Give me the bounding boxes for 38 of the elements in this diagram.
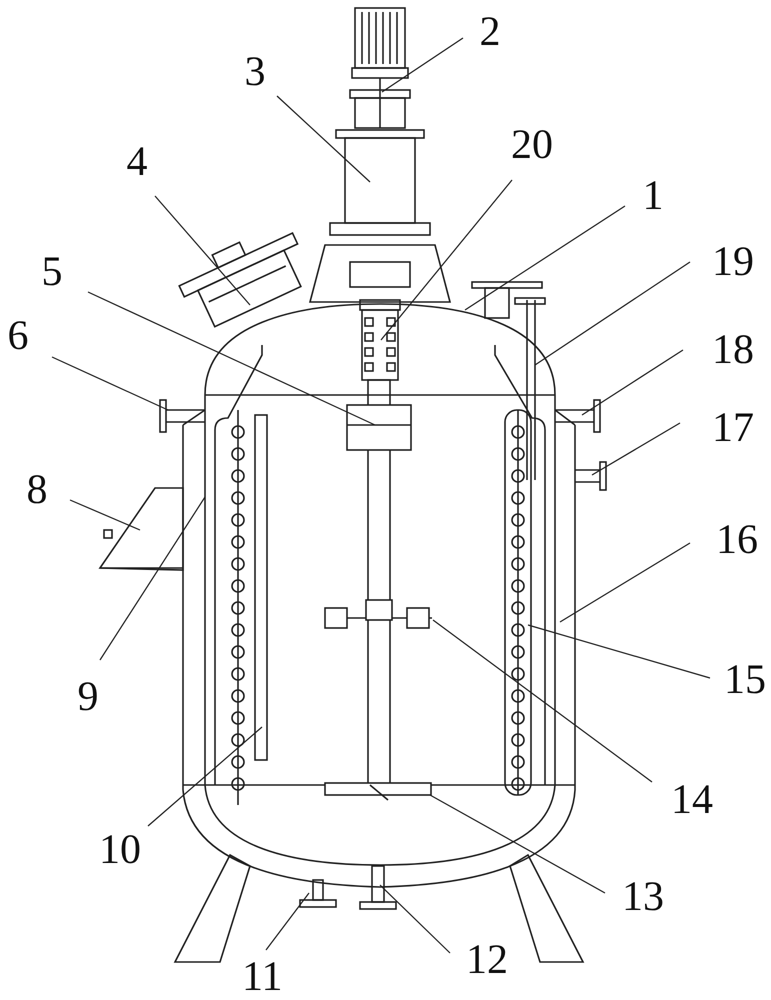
leader-line xyxy=(534,262,690,366)
callout-number: 11 xyxy=(242,956,282,998)
leader-line xyxy=(380,180,512,340)
leader-line xyxy=(70,499,140,531)
callout-number: 14 xyxy=(671,779,713,821)
leader-line xyxy=(464,206,626,310)
callout-number: 20 xyxy=(511,124,553,166)
leader-line xyxy=(52,356,168,411)
leader-line xyxy=(266,892,310,950)
callout-number: 10 xyxy=(99,829,141,871)
leader-line xyxy=(430,794,606,894)
leader-line xyxy=(100,496,206,660)
callout-number: 9 xyxy=(78,676,98,718)
callout-number: 2 xyxy=(480,11,500,53)
leader-line xyxy=(88,291,376,426)
callout-number: 16 xyxy=(716,519,758,561)
callout-number: 18 xyxy=(712,329,754,371)
callout-number: 8 xyxy=(26,469,48,511)
callout-number: 5 xyxy=(42,251,62,293)
leader-line xyxy=(380,884,450,954)
leader-line xyxy=(528,624,710,679)
leader-line xyxy=(382,38,464,92)
leader-line xyxy=(276,96,370,182)
leader-line xyxy=(154,196,250,306)
callout-number: 4 xyxy=(126,141,148,183)
leader-line xyxy=(148,726,262,826)
callout-number: 1 xyxy=(642,175,664,217)
callout-number: 15 xyxy=(724,659,766,701)
leader-line xyxy=(582,350,684,416)
callout-number: 17 xyxy=(712,407,754,449)
callout-number: 19 xyxy=(712,241,754,283)
callout-number: 6 xyxy=(8,315,28,357)
leader-line xyxy=(592,422,680,476)
callout-number: 12 xyxy=(466,939,508,981)
leader-line xyxy=(432,620,652,782)
callout-number: 3 xyxy=(244,51,266,93)
callout-number: 13 xyxy=(622,876,664,918)
leader-line xyxy=(560,542,690,623)
